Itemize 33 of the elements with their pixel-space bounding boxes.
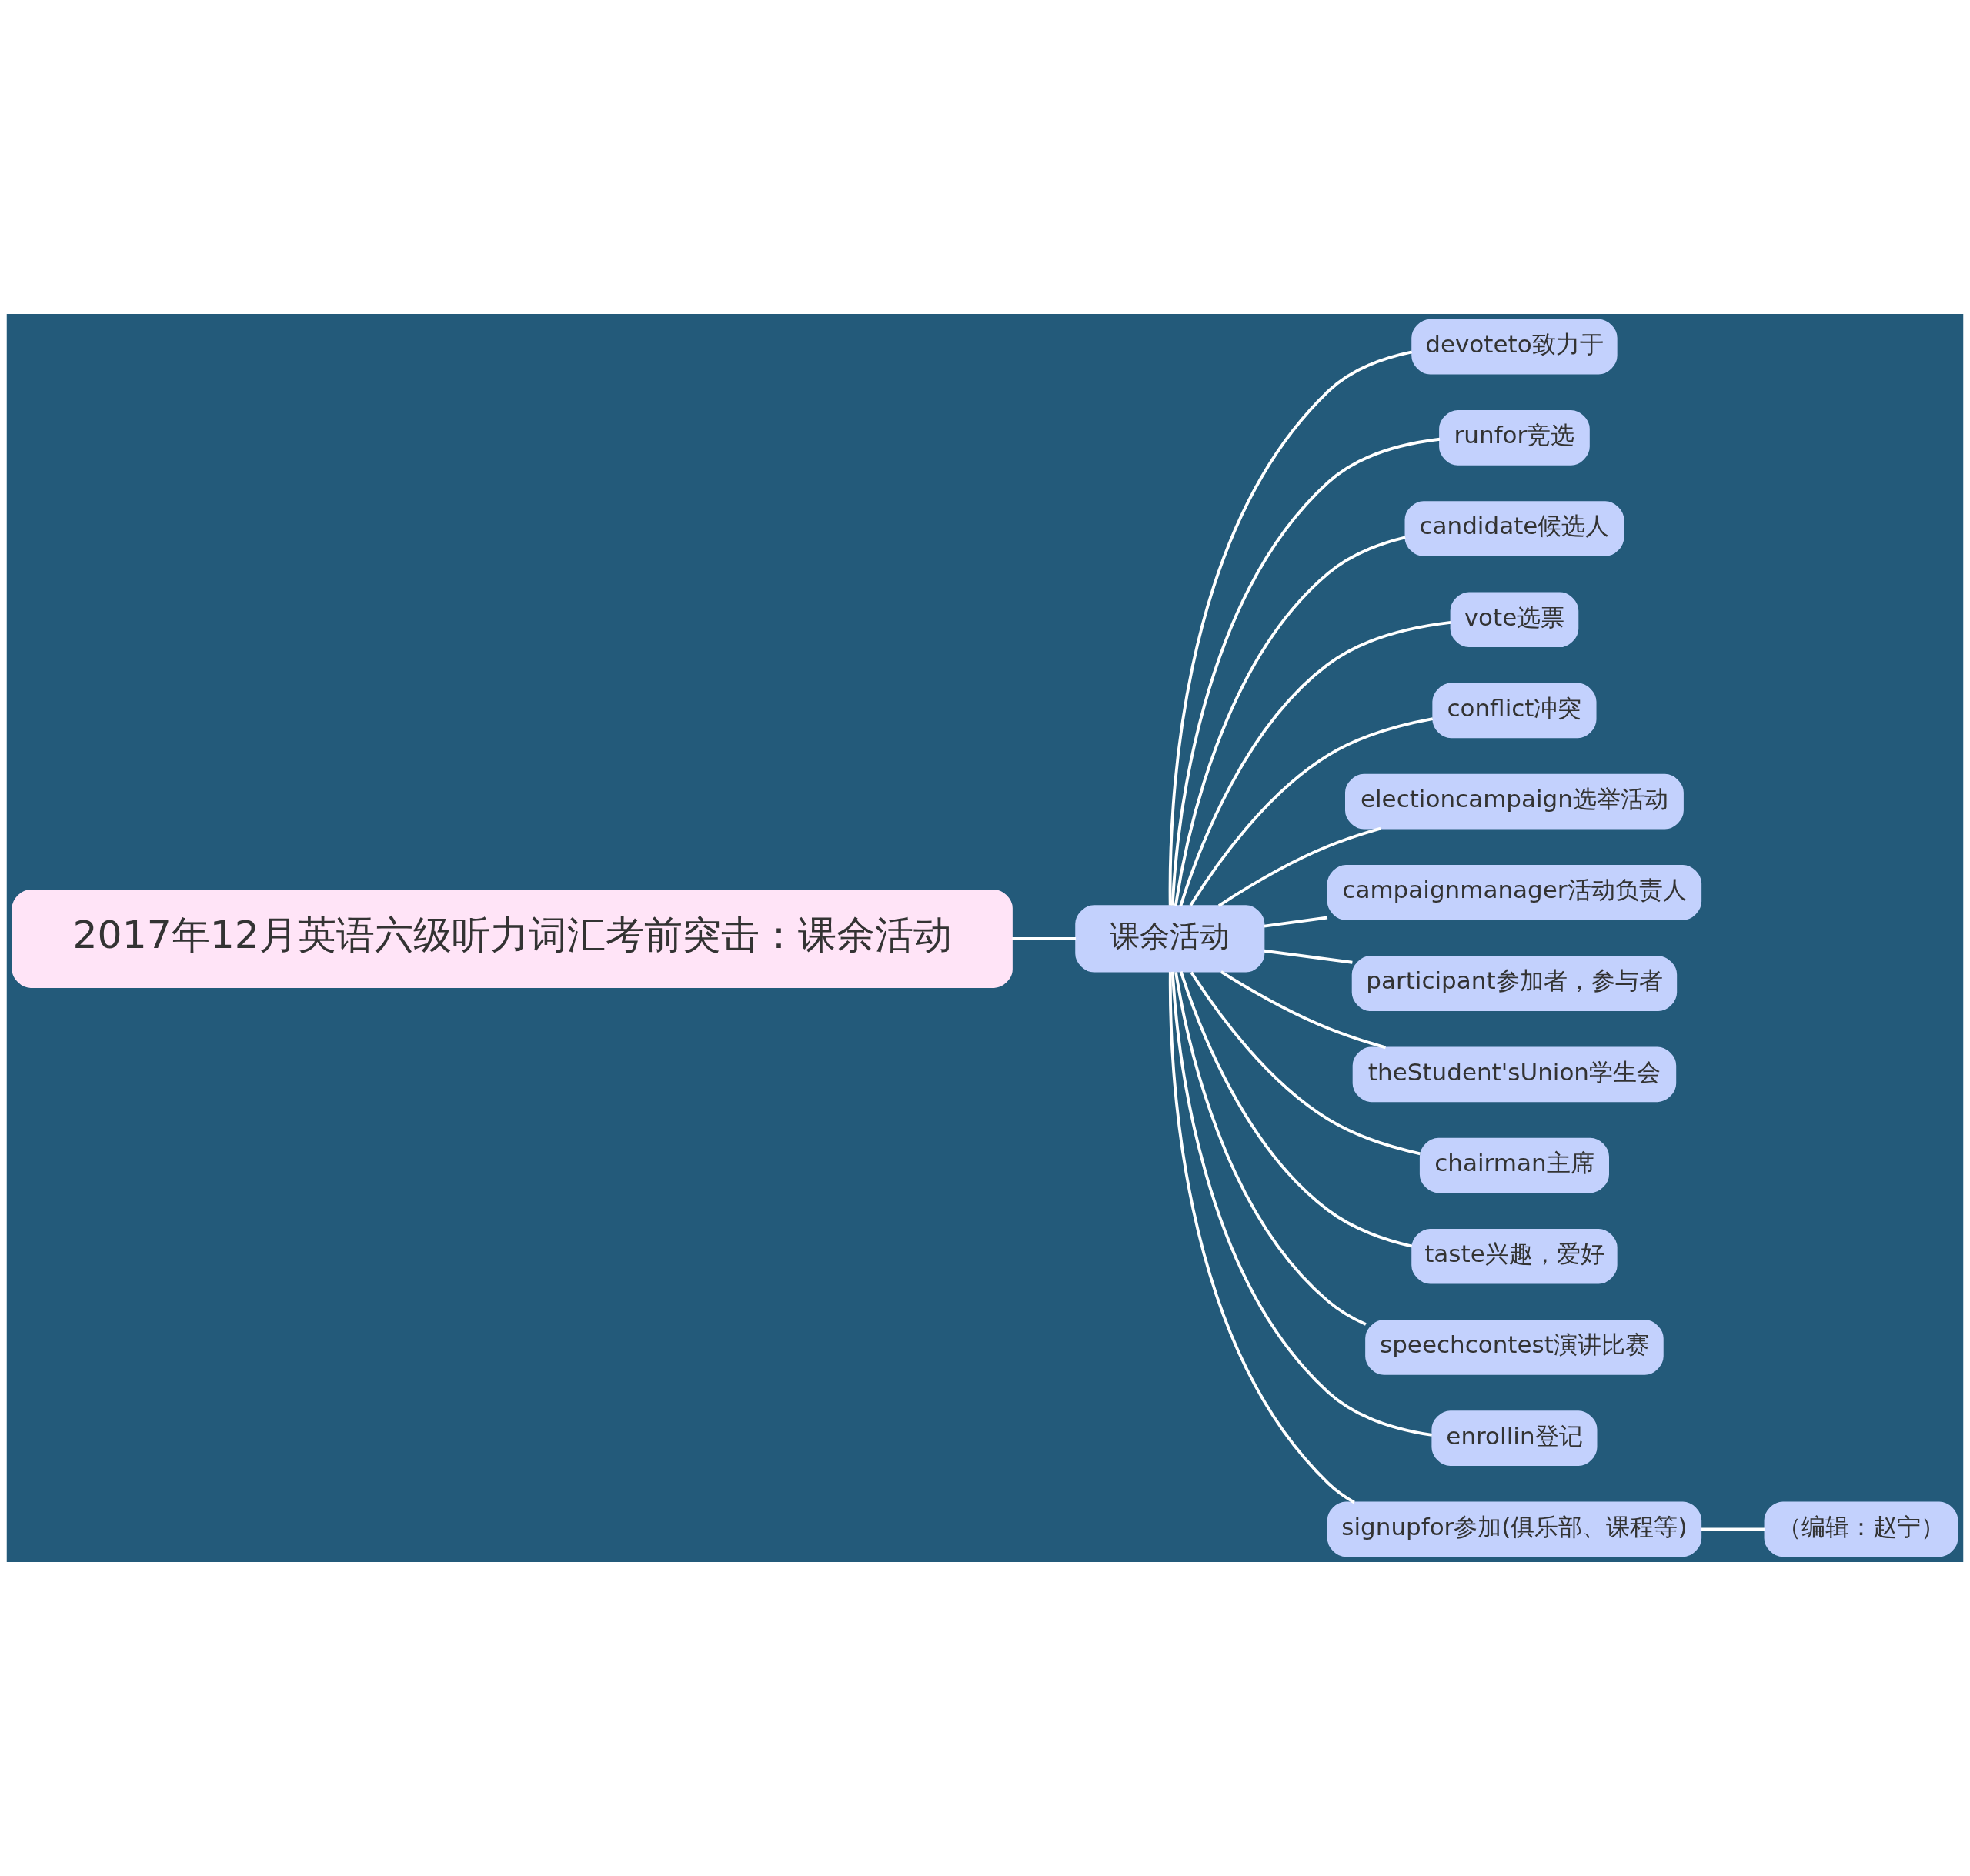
connector bbox=[1701, 1527, 1765, 1531]
connector bbox=[1264, 949, 1353, 964]
connector bbox=[1168, 350, 1413, 906]
node-box: conflict冲突 bbox=[1432, 683, 1597, 739]
connector bbox=[1264, 916, 1328, 928]
node-box: participant参加者，参与者 bbox=[1351, 956, 1678, 1011]
node-box: 2017年12月英语六级听力词汇考前突击：课余活动 bbox=[12, 890, 1013, 988]
node-box: speechcontest演讲比赛 bbox=[1365, 1320, 1664, 1375]
connector bbox=[1179, 971, 1413, 1248]
node-box: devoteto致力于 bbox=[1411, 319, 1618, 375]
node-box: electioncampaign选举活动 bbox=[1345, 773, 1684, 830]
connector bbox=[1189, 717, 1434, 906]
connector bbox=[1217, 826, 1381, 907]
connector bbox=[1170, 437, 1441, 906]
connector bbox=[1168, 972, 1355, 1504]
node-box: theStudent'sUnion学生会 bbox=[1352, 1046, 1677, 1103]
connector bbox=[1012, 937, 1077, 940]
node-box: candidate候选人 bbox=[1404, 501, 1624, 556]
node-box: taste兴趣，爱好 bbox=[1411, 1228, 1618, 1284]
connector bbox=[1174, 536, 1406, 906]
node-box: chairman主席 bbox=[1419, 1137, 1609, 1193]
connector bbox=[1220, 970, 1387, 1050]
node-box: signupfor参加(俱乐部、课程等) bbox=[1327, 1501, 1702, 1557]
connector bbox=[1170, 971, 1433, 1437]
connector bbox=[1190, 971, 1421, 1156]
node-box: 课余活动 bbox=[1075, 905, 1265, 973]
node-box: campaignmanager活动负责人 bbox=[1327, 865, 1702, 920]
connector bbox=[1179, 620, 1451, 906]
node-box: enrollin登记 bbox=[1431, 1410, 1598, 1466]
connector bbox=[1174, 971, 1367, 1326]
node-box: （编辑：赵宁） bbox=[1764, 1501, 1958, 1557]
node-box: vote选票 bbox=[1450, 592, 1579, 648]
node-box: runfor竞选 bbox=[1439, 410, 1590, 466]
